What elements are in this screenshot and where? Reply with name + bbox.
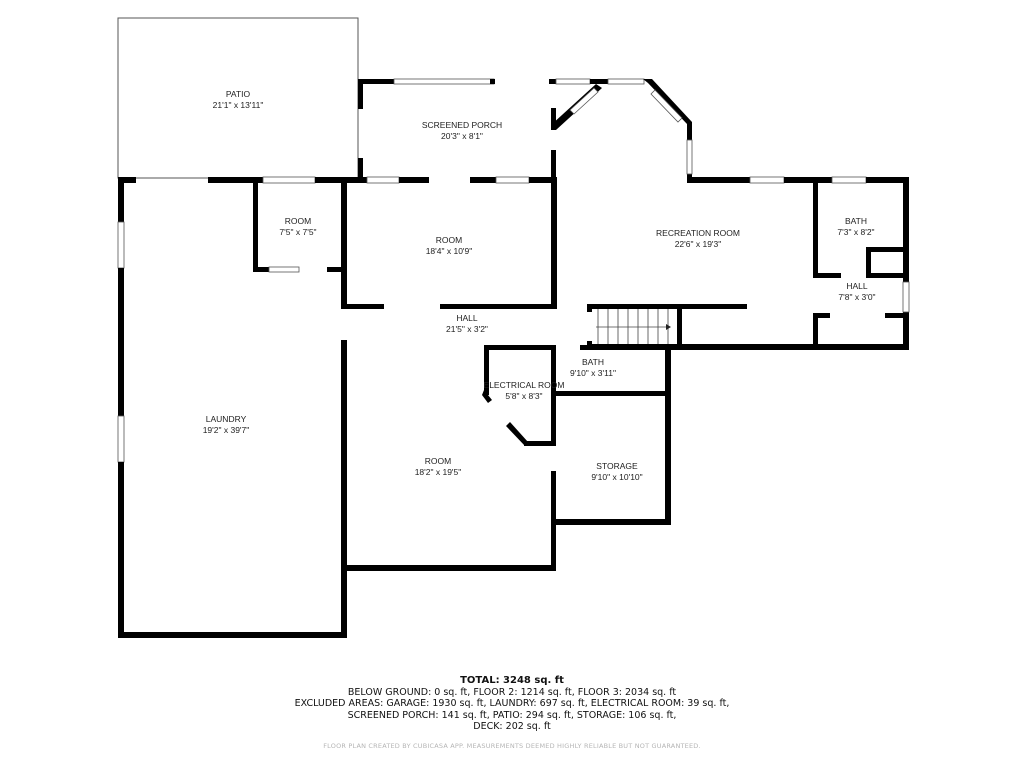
area-summary: TOTAL: 3248 sq. ft BELOW GROUND: 0 sq. f… xyxy=(0,675,1024,733)
laundry-walls xyxy=(117,177,347,638)
room-dims: 19'2" x 39'7" xyxy=(202,425,250,435)
room-name: LAUNDRY xyxy=(205,414,247,424)
room-label-laundry: LAUNDRY 19'2" x 39'7" xyxy=(203,414,250,436)
room-dims: 18'2" x 19'5" xyxy=(414,467,462,477)
room-label-large-room: ROOM 18'2" x 19'5" xyxy=(415,456,462,478)
room-dims: 9'10" x 10'10" xyxy=(591,472,643,482)
room-label-bath-lower: BATH 9'10" x 3'11" xyxy=(570,357,616,379)
disclaimer-footer: FLOOR PLAN CREATED BY CUBICASA APP. MEAS… xyxy=(323,742,701,750)
room-name: SCREENED PORCH xyxy=(421,120,503,130)
room-label-recreation-room: RECREATION ROOM 22'6" x 19'3" xyxy=(656,228,740,250)
mid-room-walls xyxy=(341,177,557,309)
room-name: BATH xyxy=(581,357,605,367)
small-room-walls xyxy=(253,177,343,273)
room-name: ELECTRICAL ROOM xyxy=(483,380,565,390)
room-dims: 9'10" x 3'11" xyxy=(570,368,616,378)
room-dims: 21'5" x 3'2" xyxy=(446,324,488,334)
right-bath-walls xyxy=(813,177,910,350)
room-name: HALL xyxy=(456,313,478,323)
room-label-hall-right: HALL 7'8" x 3'0" xyxy=(838,281,875,303)
room-dims: 5'8" x 8'3" xyxy=(505,391,543,401)
room-label-storage: STORAGE 9'10" x 10'10" xyxy=(591,461,642,483)
room-label-small-room: ROOM 7'5" x 7'5" xyxy=(279,216,316,238)
room-dims: 7'3" x 8'2" xyxy=(837,227,875,237)
room-name: ROOM xyxy=(424,456,452,466)
room-name: PATIO xyxy=(225,89,251,99)
total-area: TOTAL: 3248 sq. ft xyxy=(460,675,564,686)
screened-porch-walls xyxy=(358,78,693,182)
room-name: ROOM xyxy=(435,235,463,245)
room-name: STORAGE xyxy=(596,461,638,471)
room-name: RECREATION ROOM xyxy=(656,228,740,238)
room-label-screened-porch: SCREENED PORCH 20'3" x 8'1" xyxy=(422,120,502,142)
room-label-mid-room: ROOM 18'4" x 10'9" xyxy=(426,235,473,257)
room-dims: 7'8" x 3'0" xyxy=(838,292,876,302)
room-name: ROOM xyxy=(284,216,312,226)
room-name: HALL xyxy=(846,281,868,291)
room-dims: 7'5" x 7'5" xyxy=(279,227,317,237)
room-label-patio: PATIO 21'1" x 13'11" xyxy=(213,89,264,111)
room-dims: 22'6" x 19'3" xyxy=(674,239,722,249)
summary-line-3: SCREENED PORCH: 141 sq. ft, PATIO: 294 s… xyxy=(347,709,677,721)
summary-line-2: EXCLUDED AREAS: GARAGE: 1930 sq. ft, LAU… xyxy=(294,698,730,709)
top-walls xyxy=(118,176,908,184)
room-label-bath-upper: BATH 7'3" x 8'2" xyxy=(837,216,874,238)
summary-line-4: DECK: 202 sq. ft xyxy=(473,721,551,732)
room-name: BATH xyxy=(844,216,868,226)
room-dims: 18'4" x 10'9" xyxy=(425,246,473,256)
room-label-electrical-room: ELECTRICAL ROOM 5'8" x 8'3" xyxy=(484,380,565,402)
stairs xyxy=(587,304,908,350)
summary-line-1: BELOW GROUND: 0 sq. ft, FLOOR 2: 1214 sq… xyxy=(347,686,677,698)
room-dims: 20'3" x 8'1" xyxy=(441,131,483,141)
room-dims: 21'1" x 13'11" xyxy=(212,100,264,110)
lower-walls xyxy=(341,345,671,571)
room-label-hall-main: HALL 21'5" x 3'2" xyxy=(446,313,488,335)
